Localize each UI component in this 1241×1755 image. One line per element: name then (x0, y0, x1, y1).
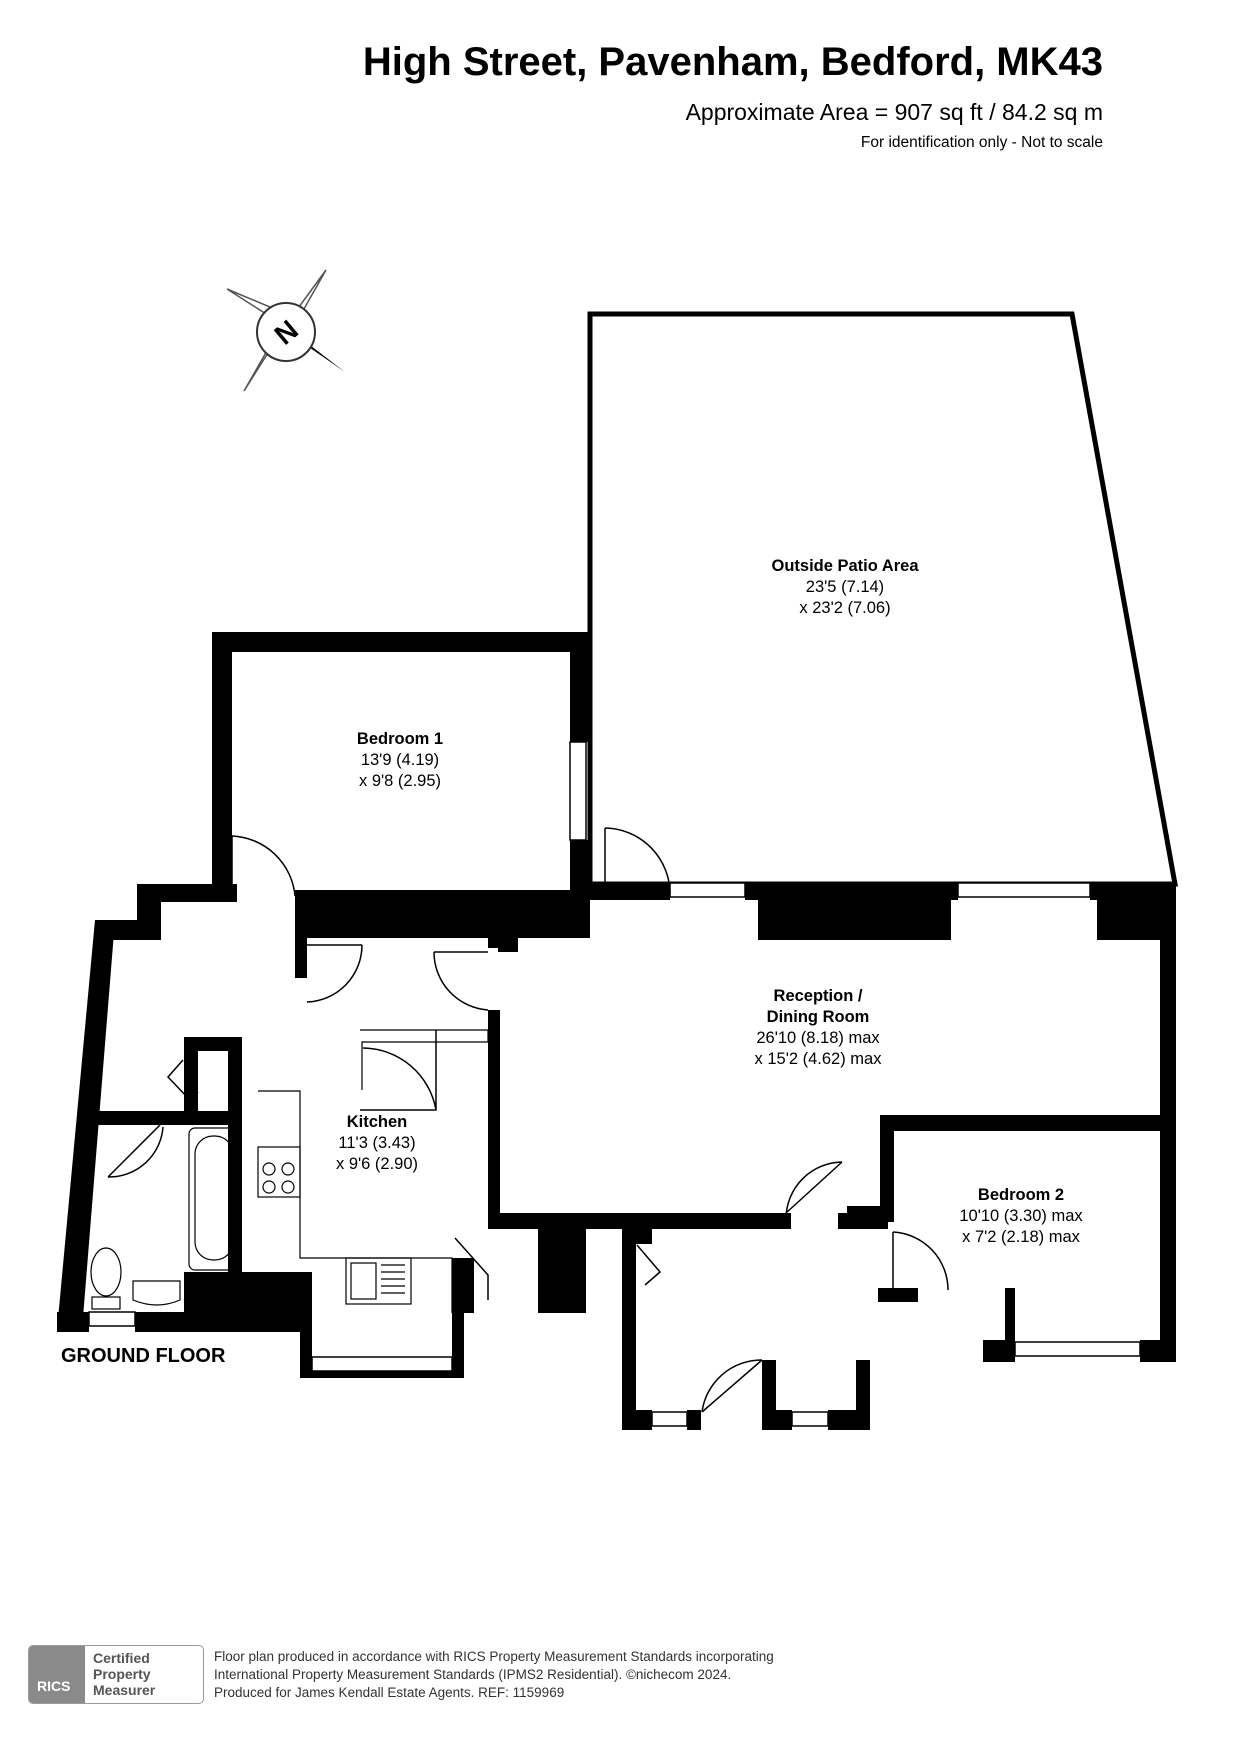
room-name: Bedroom 2 (977, 1186, 1065, 1204)
room-dimension: x 7'2 (2.18) max (962, 1228, 1080, 1246)
room-label-bedroom2: Bedroom 2 10'10 (3.30) max x 7'2 (2.18) … (959, 1185, 1082, 1248)
room-dimension: 13'9 (4.19) (360, 751, 440, 769)
room-dimension: x 23'2 (7.06) (799, 599, 891, 617)
footer-line: International Property Measurement Stand… (214, 1667, 732, 1682)
rics-badge-text: Certified Property Measurer (93, 1650, 155, 1698)
approximate-area: Approximate Area = 907 sq ft / 84.2 sq m (685, 99, 1103, 125)
room-dimension: 23'5 (7.14) (805, 578, 885, 596)
rics-logo-text: RICS (37, 1678, 71, 1694)
badge-line: Property (93, 1666, 151, 1682)
room-name: Dining Room (766, 1008, 870, 1026)
compass-icon (226, 269, 345, 392)
windows (88, 741, 1141, 1427)
room-dimension: x 9'6 (2.90) (335, 1155, 419, 1173)
room-dimension: 10'10 (3.30) max (959, 1207, 1083, 1225)
room-label-reception: Reception / Dining Room 26'10 (8.18) max… (755, 986, 882, 1070)
wall-bedroom1-right-lower (570, 840, 590, 900)
kitchen-fittings (257, 1029, 489, 1313)
room-name: Reception / (773, 987, 863, 1005)
plan-title: High Street, Pavenham, Bedford, MK43 (362, 40, 1103, 84)
footer-disclaimer: Floor plan produced in accordance with R… (214, 1648, 774, 1702)
doors (107, 827, 949, 1413)
walls (57, 632, 1176, 1430)
room-label-kitchen: Kitchen 11'3 (3.43) x 9'6 (2.90) (336, 1112, 418, 1175)
badge-line: Measurer (93, 1682, 156, 1698)
badge-line: Certified (93, 1650, 150, 1666)
room-dimension: 11'3 (3.43) (338, 1134, 416, 1152)
scale-note: For identification only - Not to scale (860, 134, 1103, 151)
room-name: Kitchen (346, 1113, 408, 1131)
wall-bedroom1-right-upper (570, 632, 590, 742)
room-label-patio: Outside Patio Area 23'5 (7.14) x 23'2 (7… (771, 556, 918, 619)
rics-logo: RICS (29, 1646, 85, 1703)
footer-line: Produced for James Kendall Estate Agents… (214, 1685, 565, 1700)
room-dimension: x 9'8 (2.95) (358, 772, 442, 790)
floor-label: GROUND FLOOR (61, 1345, 226, 1367)
rics-badge: RICS Certified Property Measurer (28, 1645, 204, 1704)
wall-bedroom1-left (212, 632, 232, 902)
room-name: Bedroom 1 (356, 730, 444, 748)
footer-line: Floor plan produced in accordance with R… (214, 1649, 774, 1664)
wall-bedroom1-top (212, 632, 588, 652)
wall-bedroom1-bottom (295, 890, 590, 938)
room-dimension: 26'10 (8.18) max (756, 1029, 880, 1047)
bathroom-fittings (90, 1127, 240, 1310)
room-dimension: x 15'2 (4.62) max (754, 1050, 882, 1068)
room-name: Outside Patio Area (771, 557, 919, 575)
room-label-bedroom1: Bedroom 1 13'9 (4.19) x 9'8 (2.95) (357, 729, 443, 792)
